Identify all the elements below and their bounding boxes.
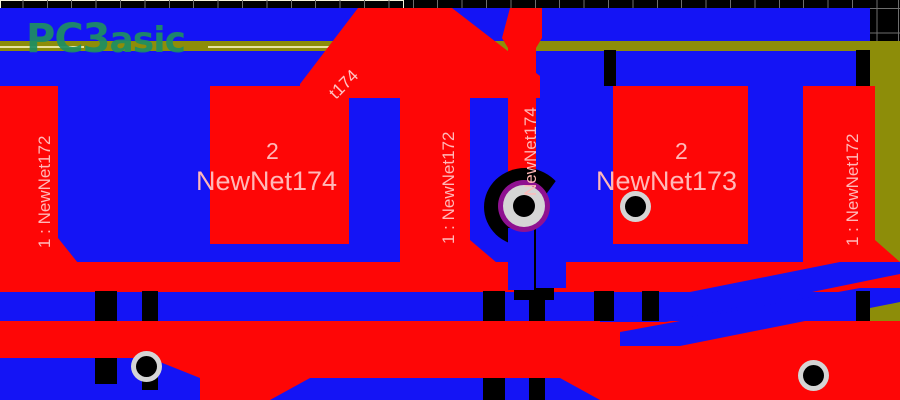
watermark-part-a: PC3 [26, 16, 111, 62]
pad-middle-2[interactable] [210, 86, 349, 244]
clearance-notch-11 [142, 291, 158, 321]
via-hole-right-pad [625, 196, 646, 217]
clearance-notch-10 [95, 291, 117, 321]
pad-right-1[interactable] [803, 86, 875, 246]
pad-middle-1[interactable] [400, 86, 470, 246]
pcbasic-watermark: PC3asic [26, 16, 186, 62]
clearance-notch-9 [604, 50, 616, 86]
clearance-notch-4 [642, 291, 659, 321]
drill-hole-bottom-right [803, 365, 824, 386]
clearance-notch-12 [95, 358, 117, 384]
blue-fill-in-keepout-left [508, 228, 534, 290]
clearance-notch-8 [856, 50, 870, 86]
clearance-notch-5 [483, 378, 505, 400]
via-hole-center [513, 195, 535, 217]
board-outline-highlight-left [0, 46, 84, 48]
clearance-notch-7 [856, 291, 870, 321]
clearance-notch-6 [529, 378, 545, 400]
clearance-notch-1 [483, 291, 505, 321]
trace-blue-bottom-center-blob [270, 378, 600, 400]
pad-left-edge[interactable] [0, 86, 58, 254]
watermark-part-b: asic [109, 20, 186, 61]
clearance-notch-3 [594, 291, 614, 321]
drill-hole-bottom-left [136, 356, 157, 377]
